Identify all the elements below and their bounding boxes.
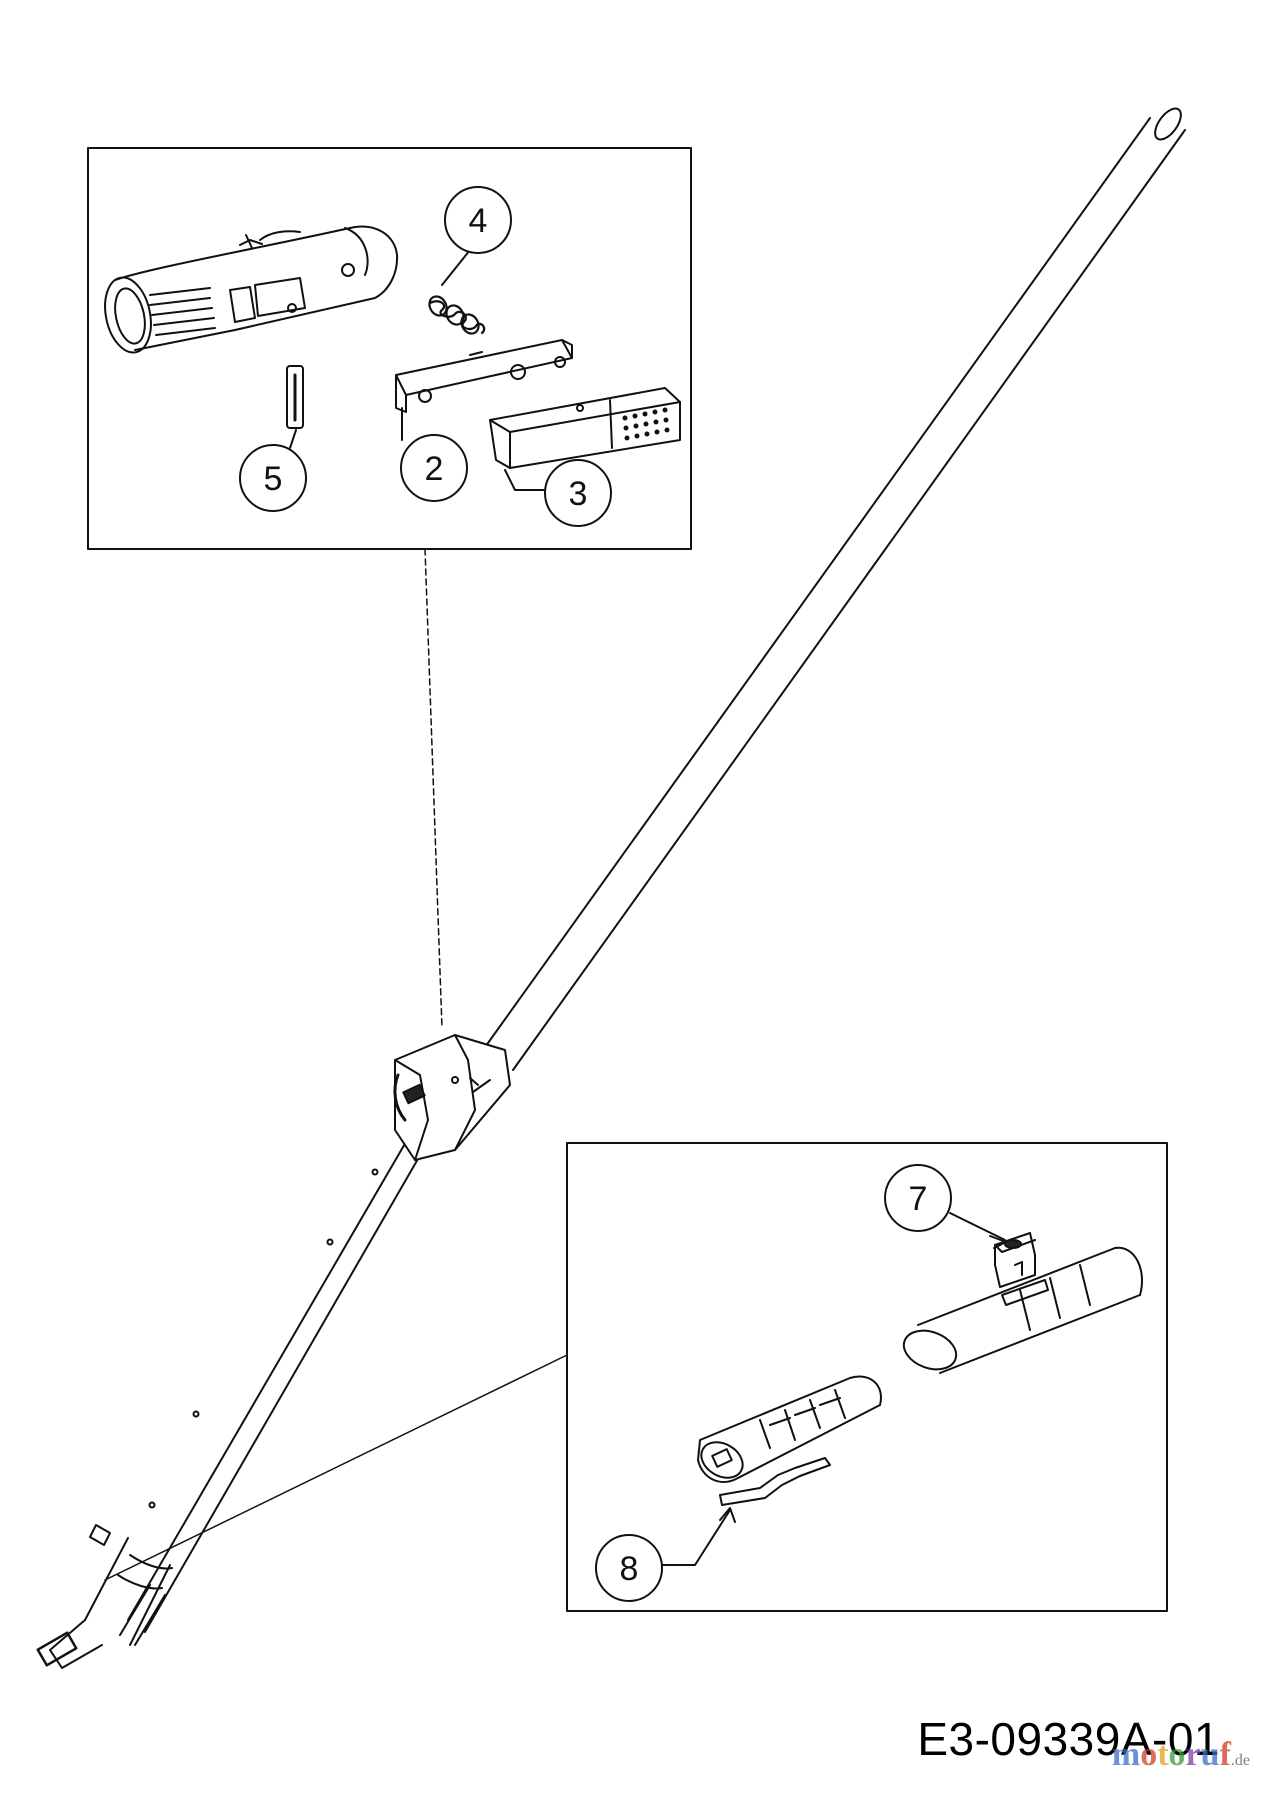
drawing-code: E3-09339A-01 [917,1713,1220,1765]
grip-insert-part [697,1375,882,1483]
spring-part [428,295,486,335]
watermark-letter: f [1219,1736,1231,1773]
telescopic-pole [36,107,1186,1669]
leader-line-clamp [424,548,443,1029]
watermark-logo[interactable]: motoruf.de [1112,1736,1250,1774]
leader-8 [661,1509,731,1566]
callout-label-2: 2 [425,450,444,488]
leader-line-grip [104,1354,568,1581]
leader-4 [441,249,471,286]
callout-3: 3 [544,459,612,527]
callout-label-8: 8 [620,1550,639,1588]
spring-clip-part [719,1457,831,1506]
tube-part [902,1246,1143,1374]
detail-box-grip [566,1142,1168,1612]
detail-box-clamp [87,147,692,550]
watermark-suffix: .de [1230,1752,1250,1769]
callout-4: 4 [444,186,512,254]
leader-3 [504,469,546,491]
pin-part [286,365,304,429]
callout-label-3: 3 [569,475,588,513]
callout-8: 8 [595,1534,663,1602]
clamp-body-part [104,225,399,354]
watermark-letter: m [1111,1736,1141,1773]
callout-label-7: 7 [909,1180,928,1218]
callout-7: 7 [884,1164,952,1232]
callout-label-4: 4 [469,202,488,240]
watermark-letter: o [1140,1736,1158,1773]
lever-part [395,339,573,413]
watermark-letter: u [1200,1736,1220,1773]
clip-part [994,1232,1036,1288]
callout-label-5: 5 [264,460,283,498]
watermark-letter: r [1185,1736,1201,1773]
leader-7 [949,1212,1006,1241]
button-cover-part [489,387,681,469]
leader-5 [289,429,297,449]
watermark-letter: t [1157,1736,1169,1773]
watermark-text: motoruf [1112,1736,1231,1773]
callout-2: 2 [400,434,468,502]
pole-clamp [393,1034,511,1161]
watermark-letter: o [1168,1736,1186,1773]
callout-5: 5 [239,444,307,512]
